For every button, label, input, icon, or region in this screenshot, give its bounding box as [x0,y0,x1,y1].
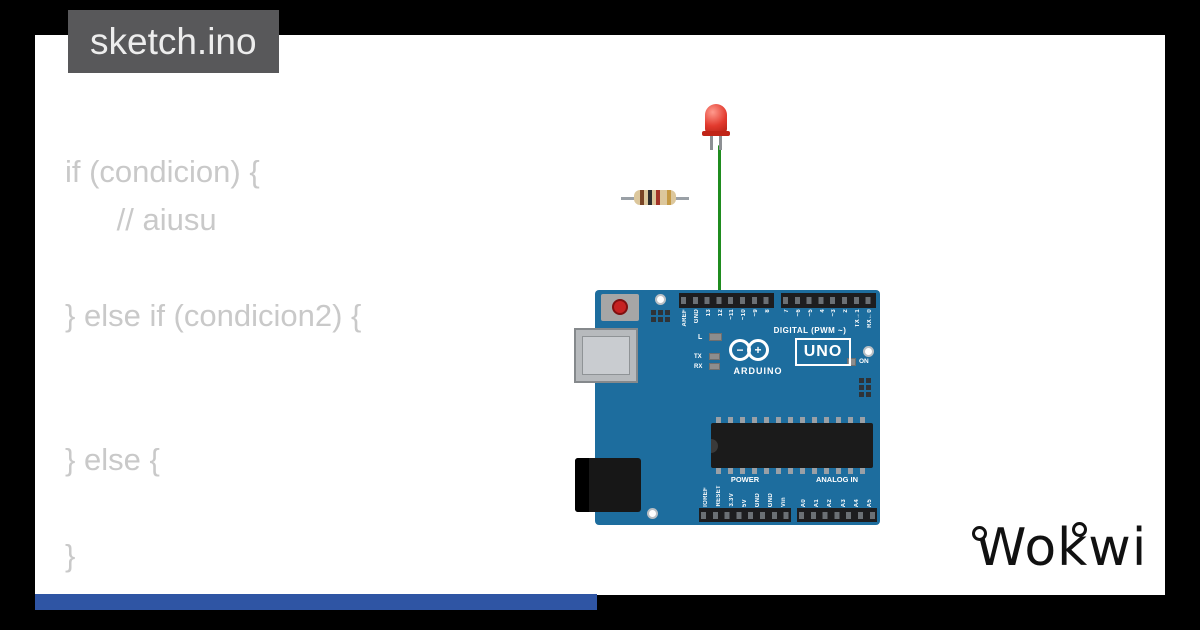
pin-sockets [783,297,874,304]
analog-pin-labels: A0 A1 A2 A3 A4 A5 [797,485,877,507]
pin-label: GND [755,492,762,507]
atmega-chip-face [711,423,873,468]
pin-label: ~6 [795,309,802,317]
pin-label: GND [768,492,775,507]
builtin-led-l [709,333,722,341]
led-tx-label: TX [694,354,702,360]
pin-label: Vin [781,496,788,507]
led-body [705,104,727,133]
digital-header-left[interactable] [679,293,774,308]
resistor-band [640,190,644,205]
resistor-band [667,190,671,205]
power-jack [575,458,641,512]
wokwi-logo-text: Wokwi [975,518,1148,578]
code-preview: if (condicion) { // aiusu } else if (con… [65,154,362,573]
pin-sockets [681,297,772,304]
resistor-band [656,190,660,205]
rx-led [709,363,720,370]
pin-label: IOREF [702,487,709,507]
pin-label: A2 [827,498,834,507]
logo-ring-icon [1072,522,1087,537]
pin-label: 8 [765,309,772,313]
pin-label: 7 [783,309,790,313]
chip-notch [711,439,718,453]
usb-connector-face [582,336,630,375]
digital-section-label: DIGITAL (PWM ~) [773,326,847,335]
pin-label: ~3 [831,309,838,317]
plus-sign: + [754,343,762,357]
led-on-label: ON [859,358,869,365]
power-on-led [847,358,856,366]
pin-label: TX→1 [855,309,862,328]
pin-label: 12 [717,309,724,317]
pin-label: GND [693,309,700,324]
pin-label: 4 [819,309,826,313]
resistor[interactable] [621,190,689,206]
uno-model-label: UNO [795,338,851,366]
power-section-label: POWER [730,475,760,484]
arduino-uno-board[interactable]: AREF GND 13 12 ~11 ~10 ~9 8 7 ~6 ~5 4 ~3 2 TX→1 RX←0 D… [574,290,880,525]
pin-label: RX←0 [867,309,874,328]
icsp-pins [651,310,670,322]
arduino-infinity-icon: + [747,339,769,361]
pin-label: ~5 [807,309,814,317]
pin-label: A5 [867,498,874,507]
resistor-band [648,190,652,205]
red-led[interactable] [702,104,730,150]
led-rx-label: RX [694,364,703,370]
pin-sockets [701,512,789,519]
pin-label: 3.3V [728,493,735,507]
pin-sockets [799,512,875,519]
reset-button-base [601,294,639,321]
led-l-label: L [698,334,703,341]
pin-label: A4 [853,498,860,507]
resistor-body [634,190,676,205]
mounting-hole [863,346,874,357]
analog-header[interactable] [797,508,877,522]
tx-led [709,353,720,360]
pin-label: ~10 [741,309,748,321]
file-tab[interactable]: sketch.ino [68,10,279,73]
pin-label: A0 [800,498,807,507]
atmega-chip [711,417,873,474]
pin-label: 13 [705,309,712,317]
reset-button[interactable] [612,299,628,315]
digital-pin-labels-left: AREF GND 13 12 ~11 ~10 ~9 8 [679,309,774,329]
power-pin-labels: IOREF RESET 3.3V 5V GND GND Vin [699,485,791,507]
wokwi-logo: Wokwi [972,518,1175,580]
led-flange [702,131,730,136]
pin-label: ~9 [753,309,760,317]
file-tab-label: sketch.ino [90,20,257,62]
bottom-accent-bar [35,594,597,610]
minus-sign: − [736,343,744,357]
mounting-hole [655,294,666,305]
digital-header-right[interactable] [781,293,876,308]
pin-label: A1 [813,498,820,507]
logo-ring-icon [972,526,987,541]
wire-led-to-pin13[interactable] [718,145,721,300]
led-anode-leg [719,136,722,150]
mounting-hole [647,508,658,519]
pin-label: ~11 [729,309,736,320]
icsp-pins [859,378,871,397]
pin-label: 5V [741,499,748,507]
led-cathode-leg [710,136,713,150]
power-jack-face [575,458,589,512]
pin-label: RESET [715,485,722,507]
pin-label: 2 [843,309,850,313]
usb-connector [574,328,638,383]
analog-section-label: ANALOG IN [815,475,859,484]
power-header[interactable] [699,508,791,522]
pin-label: A3 [840,498,847,507]
arduino-brand-label: ARDUINO [733,366,783,376]
pin-label: AREF [681,309,688,327]
